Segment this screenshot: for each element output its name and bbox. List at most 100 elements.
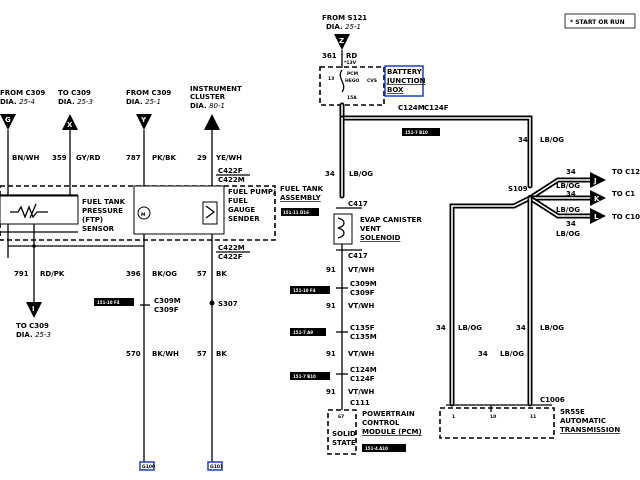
connector-k-arrow — [590, 190, 606, 206]
ground-g101 — [207, 461, 223, 471]
assy-label-1: FUEL TANK — [280, 185, 324, 193]
wire-34b: 34 — [516, 324, 526, 332]
wire-vtwh-d: VT/WH — [348, 388, 374, 396]
out2-num: 34 — [566, 190, 576, 198]
pump-label-4: SENDER — [228, 215, 260, 223]
evap-solenoid-box — [333, 213, 353, 245]
pcm-label-1: POWERTRAIN — [362, 410, 415, 418]
to-c12: TO C12 — [612, 168, 640, 176]
c135m: C135M — [350, 333, 377, 341]
c422f-top: C422F — [218, 167, 243, 175]
svg-text:L: L — [594, 213, 599, 221]
connector-j-arrow — [590, 172, 606, 188]
ground-g100 — [139, 461, 155, 471]
wire-yewh: YE/WH — [215, 154, 242, 162]
wire-57: 57 — [197, 270, 207, 278]
wire-34c: 34 — [478, 350, 488, 358]
wire-vtwh-b: VT/WH — [348, 302, 374, 310]
out3-wire: LB/OG — [556, 230, 580, 238]
wire-359: 359 — [52, 154, 67, 162]
v13-label: *13V — [344, 60, 357, 66]
c124f-top: C124F — [424, 104, 449, 112]
connector-y-letter: Y — [140, 116, 147, 124]
wire-91d: 91 — [326, 388, 336, 396]
c417-bottom: C417 — [348, 252, 368, 260]
connector-i-arrow — [26, 302, 42, 318]
c309m-left: C309M — [154, 297, 181, 305]
out1-num: 34 — [566, 168, 576, 176]
wire-34-center: 34 — [325, 170, 335, 178]
trans-label-2: AUTOMATIC — [560, 417, 606, 425]
ftp-label-4: SENSOR — [82, 225, 115, 233]
from-c309-dia: DIA. 25-4 — [0, 98, 35, 106]
to-c309-dia: DIA. 25-3 — [58, 98, 93, 106]
c1006: C1006 — [540, 396, 565, 404]
trans-label-3: TRANSMISSION — [560, 426, 620, 434]
wire-bnwh: BN/WH — [12, 154, 39, 162]
pcm-label-2: CONTROL — [362, 419, 400, 427]
note-text: * START OR RUN — [570, 19, 625, 26]
c111: C111 — [350, 399, 370, 407]
wire-lbog-center: LB/OG — [349, 170, 373, 178]
connector-x-letter: X — [67, 121, 73, 129]
c124m-top: C124M — [398, 104, 425, 112]
bjb-label-3: BOX — [387, 86, 404, 94]
out2-wire: LB/OG — [556, 206, 580, 214]
ftp-label-2: PRESSURE — [82, 207, 123, 215]
connector-cluster-arrow — [204, 114, 220, 130]
from-c309-b-dia: DIA. 25-1 — [126, 98, 161, 106]
wire-bkwh: BK/WH — [152, 350, 179, 358]
wire-34-top: 34 — [518, 136, 528, 144]
out3-num: 34 — [566, 220, 576, 228]
bjb-label-box — [384, 65, 424, 97]
pin-67: 67 — [338, 414, 344, 420]
c135f: C135F — [350, 324, 375, 332]
c422m-bottom: C422M — [218, 244, 245, 252]
transmission-dashed-box — [439, 407, 555, 439]
wire-570: 570 — [126, 350, 141, 358]
c309m-center: C309M — [350, 280, 377, 288]
tag-151-10-center: 151-10 F4 — [293, 288, 316, 293]
wire-34a: 34 — [436, 324, 446, 332]
solid-state-2: STATE — [332, 439, 356, 447]
wire-vtwh-a: VT/WH — [348, 266, 374, 274]
ftp-label-3: (FTP) — [82, 216, 103, 224]
to-c309-bottom-dia: DIA. 25-3 — [16, 331, 51, 339]
svg-text:13: 13 — [328, 76, 334, 82]
wire-91c: 91 — [326, 350, 336, 358]
tag-151-4: 151-4 A10 — [365, 446, 388, 451]
wire-bkog: BK/OG — [152, 270, 177, 278]
connector-i-letter: I — [32, 305, 35, 313]
svg-text:PCM: PCM — [347, 71, 359, 77]
wire-lbog-top: LB/OG — [540, 136, 564, 144]
pump-label-3: GAUGE — [228, 206, 255, 214]
tag-151-10-left: 151-10 F4 — [97, 300, 120, 305]
connector-g-arrow — [0, 114, 16, 130]
wire-91a: 91 — [326, 266, 336, 274]
svg-text:M: M — [141, 212, 146, 218]
wire-lbog-b: LB/OG — [540, 324, 564, 332]
evap-label-3: SOLENOID — [360, 234, 401, 242]
svg-text:G100: G100 — [142, 464, 155, 470]
wire-rdpk: RD/PK — [40, 270, 65, 278]
pump-label-2: FUEL — [228, 197, 248, 205]
tag-151-7-top: 151-7 B10 — [405, 130, 428, 135]
cluster-label-1: INSTRUMENT — [190, 85, 242, 93]
splice-s307 — [209, 300, 215, 306]
connector-z-letter: Z — [339, 37, 344, 45]
tag-151-7-b10: 151-7 B10 — [293, 374, 316, 379]
c309f-center: C309F — [350, 289, 375, 297]
c124f-bottom: C124F — [350, 375, 375, 383]
pcm-dashed-box — [327, 409, 357, 455]
wire-57b: 57 — [197, 350, 207, 358]
wire-bk-b: BK — [216, 350, 227, 358]
pin-1: 1 — [452, 414, 455, 420]
connector-x-arrow — [62, 114, 78, 130]
tag-151-11: 151-11 D16 — [283, 210, 309, 215]
svg-text:15A: 15A — [347, 95, 357, 101]
wire-787: 787 — [126, 154, 141, 162]
assy-label-2: ASSEMBLY — [280, 194, 322, 202]
from-s121-dia: DIA. 25-1 — [326, 23, 361, 31]
pcm-label-3: MODULE (PCM) — [362, 428, 422, 436]
c124m-bottom: C124M — [350, 366, 377, 374]
